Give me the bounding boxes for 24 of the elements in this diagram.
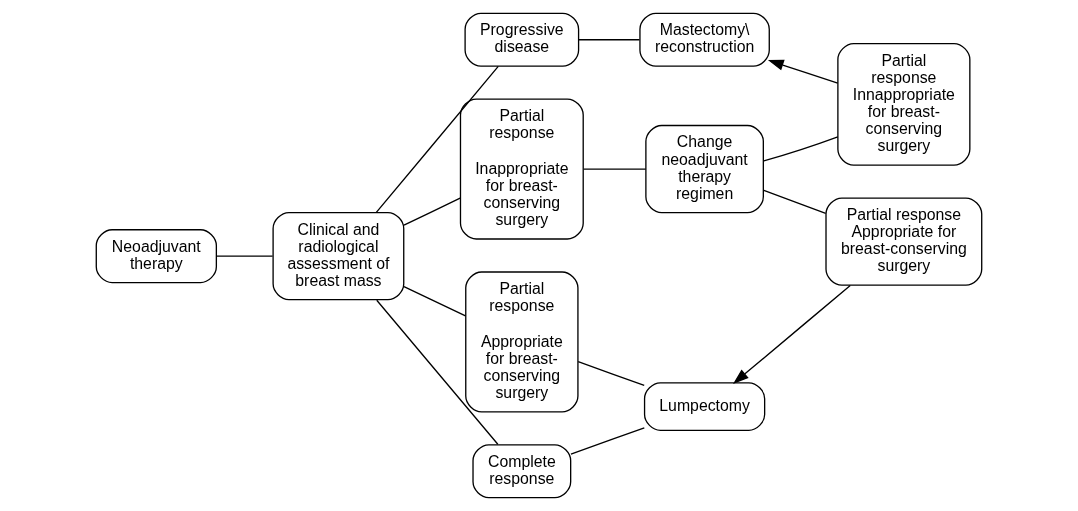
node-box: Lumpectomy — [643, 382, 766, 431]
node-box: Mastectomy\ reconstruction — [639, 12, 770, 67]
connector — [215, 255, 274, 257]
connector — [583, 168, 647, 170]
connector — [763, 136, 839, 162]
arrow — [733, 284, 851, 384]
connector — [375, 65, 499, 213]
node-box: Neoadjuvant therapy — [95, 229, 217, 284]
node-box: Clinical and radiological assessment of breast mass — [272, 211, 405, 301]
connector — [403, 197, 461, 226]
connector — [763, 189, 827, 214]
node-box: Partial response Innappropriate for breast-conserving surgery — [837, 43, 971, 166]
node-box: Progressive disease — [464, 12, 580, 67]
connector — [578, 39, 641, 41]
node-box: Change neoadjuvant therapy regimen — [645, 124, 764, 214]
node-box: Complete response — [472, 444, 572, 499]
node-box: Partial response Appropriate for breast-conserving surgery — [825, 197, 983, 286]
connector — [570, 427, 645, 455]
node-box: Partial response Appropriate for breast-conserving surgery — [465, 271, 579, 413]
node-box: Partial response Inappropriate for breast-conserving surgery — [459, 98, 584, 240]
connector — [577, 361, 645, 387]
connector — [376, 299, 499, 445]
connector — [403, 285, 467, 317]
arrow — [767, 59, 839, 84]
